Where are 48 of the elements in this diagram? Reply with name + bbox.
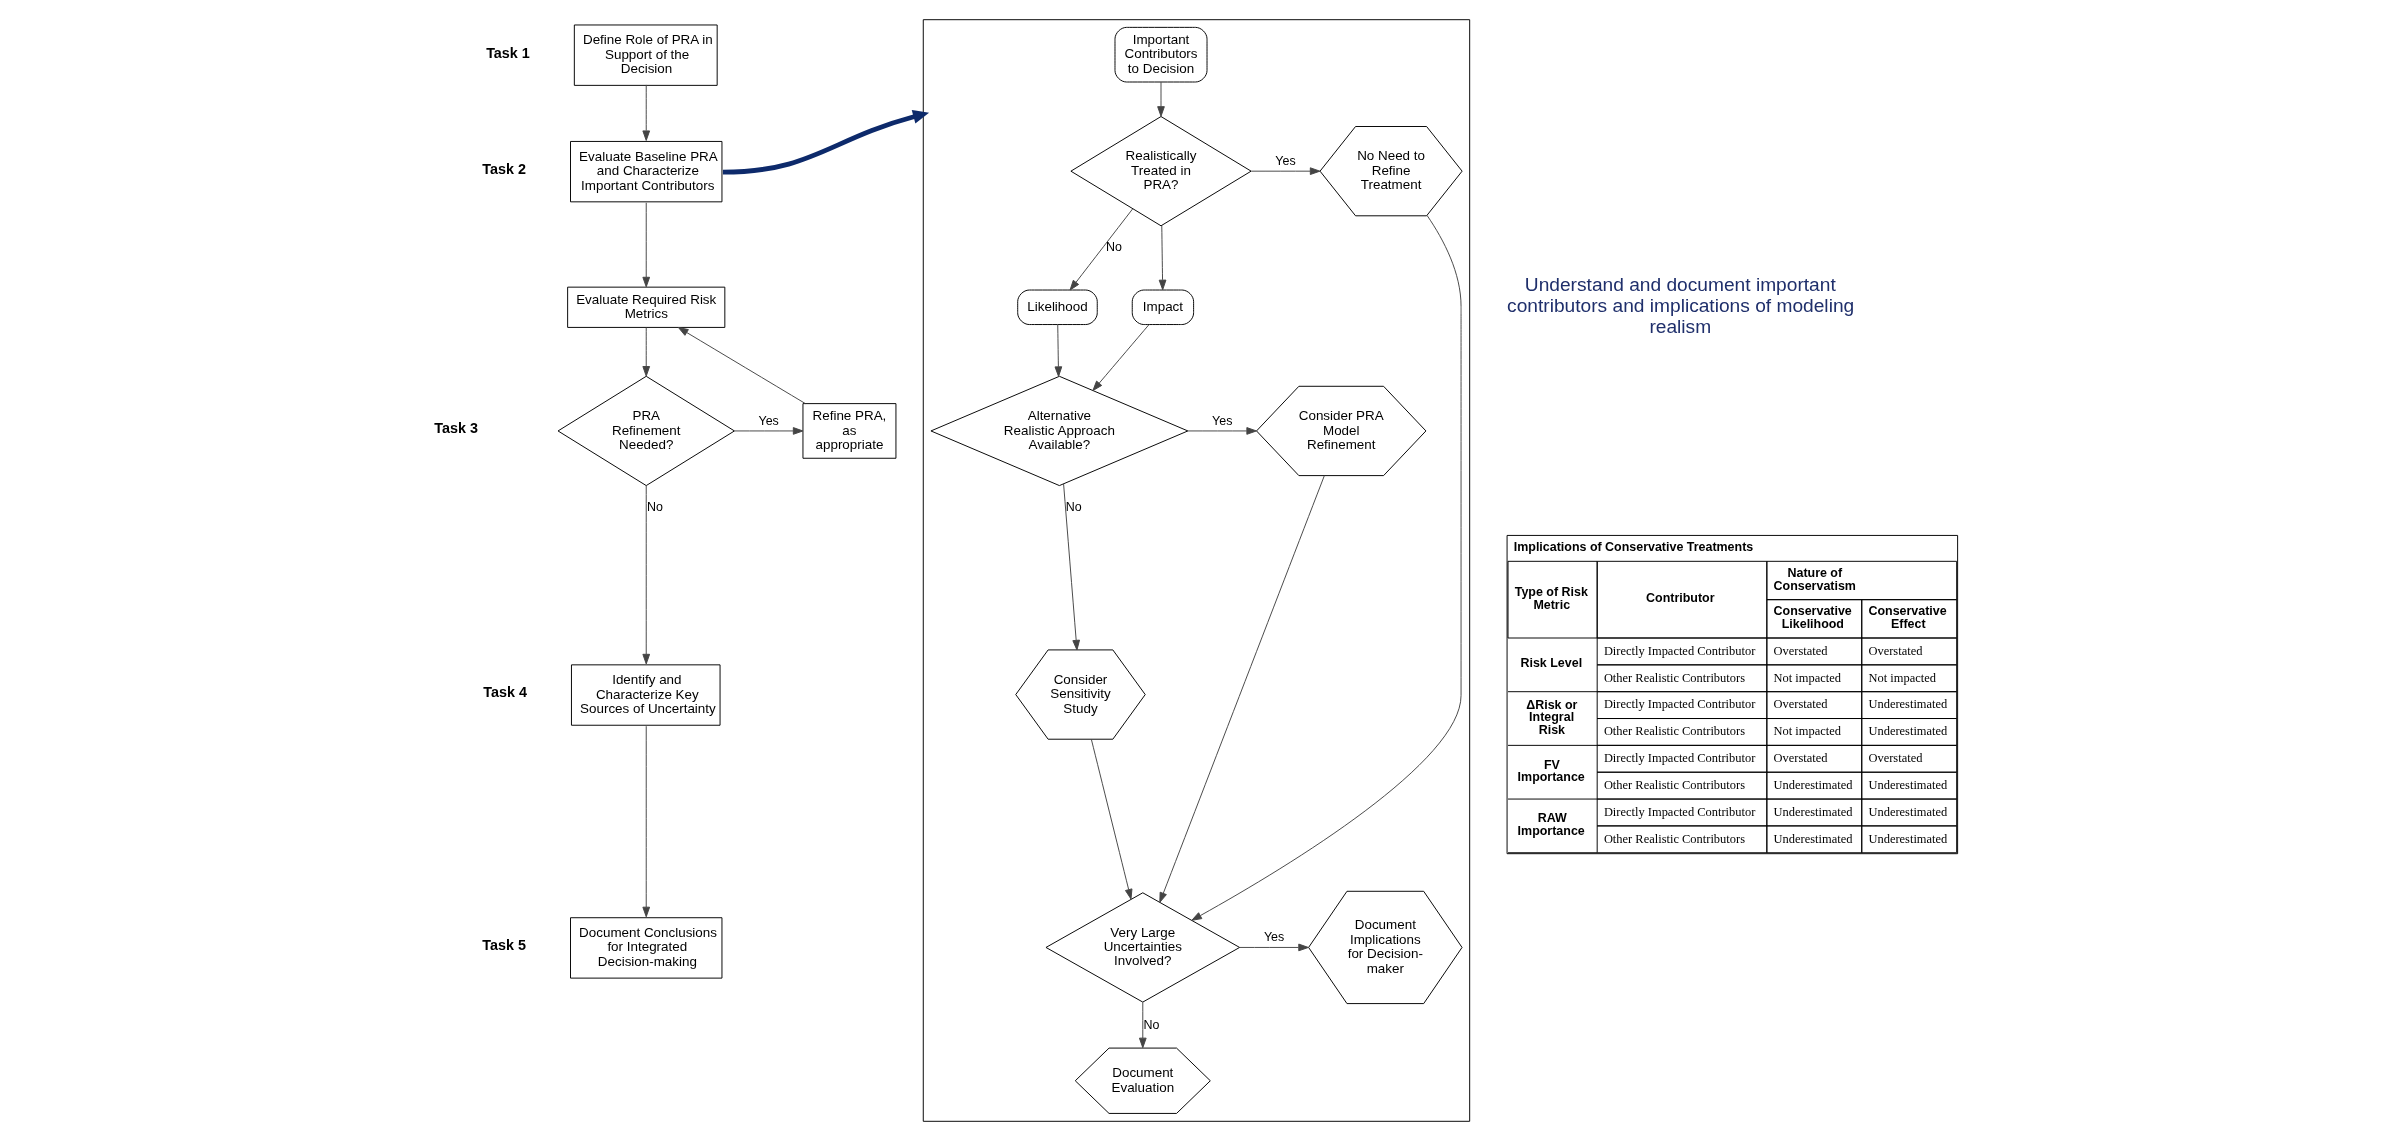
label: RAW Importance xyxy=(1517,811,1585,838)
label: Overstated xyxy=(1868,643,1923,658)
label: Other Realistic Contributors xyxy=(1603,777,1746,792)
label: Other Realistic Contributors xyxy=(1603,831,1746,846)
label: Directly Impacted Contributor xyxy=(1603,804,1756,819)
label: Understand and document important contributors and implications of modeling realism xyxy=(1507,273,1855,338)
edge-label: No xyxy=(1065,499,1082,514)
label: Underestimated xyxy=(1868,777,1948,792)
label: Overstated xyxy=(1773,643,1828,658)
label: Not impacted xyxy=(1773,670,1841,685)
label: Underestimated xyxy=(1868,831,1948,846)
label: Overstated xyxy=(1868,751,1923,766)
label: Underestimated xyxy=(1773,777,1853,792)
label: Underestimated xyxy=(1868,724,1948,739)
edge-label: Yes xyxy=(1263,930,1285,945)
label: Directly Impacted Contributor xyxy=(1603,697,1756,712)
label: Type of Risk Metric xyxy=(1514,585,1588,612)
label: FV Importance xyxy=(1517,757,1585,785)
label: Implications of Conservative Treatments xyxy=(1513,540,1754,555)
label: Other Realistic Contributors xyxy=(1603,724,1746,739)
node-label: Task 2 xyxy=(482,161,526,178)
node-label: Task 4 xyxy=(483,684,527,701)
edge-label: Yes xyxy=(1212,413,1233,428)
label: Nature of Conservatism xyxy=(1773,566,1856,593)
label: Conservative Likelihood xyxy=(1773,604,1852,631)
label: Directly Impacted Contributor xyxy=(1603,751,1756,766)
label: Other Realistic Contributors xyxy=(1603,670,1746,685)
edge-label: Yes xyxy=(758,413,779,428)
label: Not impacted xyxy=(1868,670,1936,685)
label: Conservative Effect xyxy=(1868,604,1947,631)
edge-label: No xyxy=(1106,240,1122,255)
label: Task 3 xyxy=(434,420,479,437)
node-label: Task 5 xyxy=(482,937,526,954)
label: Contributor xyxy=(1646,590,1715,605)
label: Underestimated xyxy=(1868,697,1948,712)
edge-label: No xyxy=(1143,1018,1160,1033)
edge-label: No xyxy=(646,499,663,514)
label: ΔRisk or Integral Risk xyxy=(1526,697,1578,737)
label: Underestimated xyxy=(1773,804,1853,819)
label: Not impacted xyxy=(1773,724,1841,739)
node-label: Task 1 xyxy=(486,44,530,61)
label: Underestimated xyxy=(1868,804,1948,819)
label: Risk Level xyxy=(1520,656,1583,671)
label: Overstated xyxy=(1773,751,1828,766)
label: Underestimated xyxy=(1773,831,1853,846)
label: Directly Impacted Contributor xyxy=(1603,643,1756,658)
label: Overstated xyxy=(1773,697,1828,712)
edge-label: Yes xyxy=(1275,153,1296,168)
